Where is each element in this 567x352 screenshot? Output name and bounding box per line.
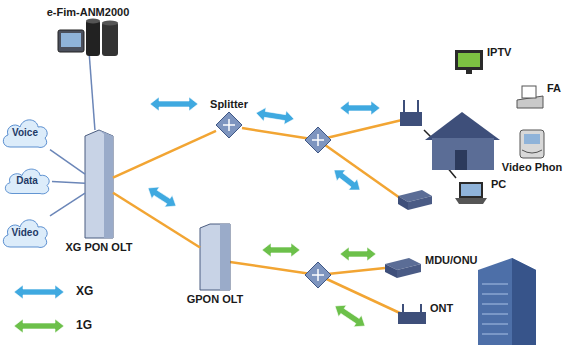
network-device: Splitter [216,112,242,138]
network-device: e-Fim-ANM2000 [58,20,118,56]
double-arrow [335,305,365,327]
double-arrow [14,319,64,333]
olt-box [200,224,230,290]
onu-router [398,100,432,210]
fiber-link [52,181,85,183]
network-device: Video Phon [520,130,544,158]
node-label: GPON OLT [187,293,244,305]
node-label: Splitter [210,98,248,110]
splitter-mark [223,119,324,281]
double-arrow [340,101,380,115]
fax-icon [517,86,543,108]
laptop-icon [455,182,487,204]
server-icon [58,19,118,57]
legend-label: XG [76,284,93,298]
node-label: ONT [430,302,453,314]
network-device: ONT [398,306,426,324]
network-device: IPTV [455,50,483,74]
node-label: Video [11,227,38,238]
service-cloud: Data [2,162,52,198]
fiber-link [113,193,200,248]
double-arrow [14,285,64,299]
mdu-device [385,258,421,278]
node-label: Data [16,175,38,186]
node-label: XG PON OLT [65,241,132,253]
network-device: XG PON OLT [85,130,113,238]
service-cloud: Video [0,212,50,252]
double-arrow [150,97,198,111]
fiber-line [230,120,402,314]
house [425,112,500,170]
ont-router [398,304,426,324]
node-label: IPTV [487,46,511,58]
legend-label: 1G [76,318,92,332]
olt-tower [85,130,113,238]
building [478,258,536,345]
fiber-link [50,150,85,175]
fiber-link [50,193,85,216]
fiber-link [113,131,216,178]
network-device: PC [455,182,487,204]
node-label: Voice [12,127,38,138]
splitter-icon [216,112,331,288]
double-arrow [334,170,360,190]
building-windows [482,284,508,334]
network-device: MDU/ONU [385,258,421,278]
double-arrow [148,187,176,207]
node-label: FA [547,82,561,94]
double-arrow [256,107,294,124]
node-label: e-Fim-ANM2000 [47,6,130,18]
network-device: GPON OLT [200,224,230,290]
phone-icon [520,130,544,158]
tv-icon [455,50,483,74]
traffic-arrows [14,97,380,333]
double-arrow [340,247,376,261]
double-arrow [262,243,300,257]
node-label: MDU/ONU [425,254,478,266]
node-label: Video Phon [502,161,562,173]
node-label: PC [491,178,506,190]
network-device: FA [517,86,543,108]
service-cloud: Voice [0,112,50,152]
fiber-link [89,56,95,130]
